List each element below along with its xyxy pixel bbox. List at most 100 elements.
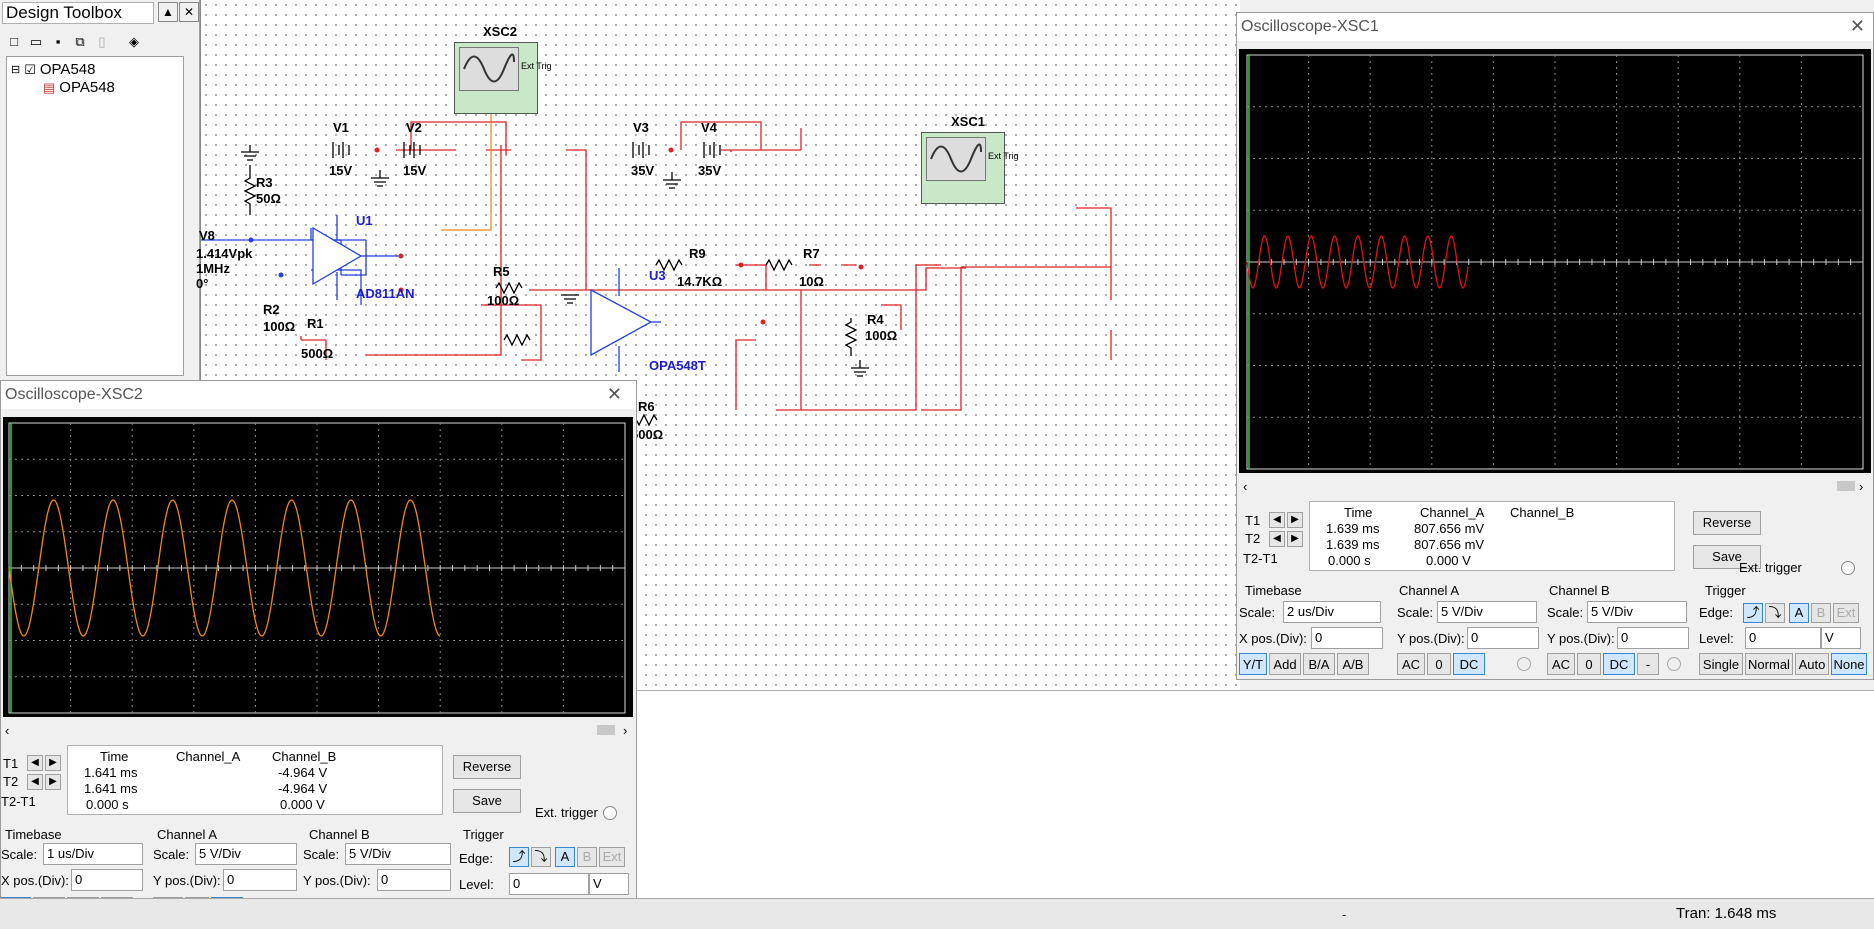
channel-a-scale-field[interactable]: 5 V/Div (195, 843, 297, 865)
falling-edge-icon[interactable]: ⤵ (1765, 603, 1785, 623)
scrollbar-thumb[interactable] (597, 725, 615, 735)
ext-trigger-radio[interactable] (603, 806, 617, 820)
trigger-b-button[interactable]: B (577, 847, 597, 867)
v8-name: V8 (199, 228, 215, 243)
scroll-left-icon[interactable]: ‹ (5, 723, 10, 738)
save-icon[interactable]: ▪ (55, 34, 61, 49)
toolbox-pin-button[interactable]: ▲ (158, 2, 178, 22)
t2-right-arrow[interactable]: ▶ (45, 774, 61, 790)
t2-right-arrow[interactable]: ▶ (1287, 531, 1303, 547)
close-icon[interactable]: ✕ (606, 384, 622, 404)
trigger-ext-button[interactable]: Ext (1833, 603, 1859, 623)
channel-b-title: Channel B (309, 827, 370, 842)
timebase-scale-field[interactable]: 2 us/Div (1283, 601, 1381, 623)
scroll-left-icon[interactable]: ‹ (1243, 479, 1248, 494)
trigger-a-button[interactable]: A (555, 847, 575, 867)
trigger-single-button[interactable]: Single (1699, 653, 1743, 675)
ext-trigger-radio[interactable] (1841, 561, 1855, 575)
t2-left-arrow[interactable]: ◀ (1269, 531, 1285, 547)
channel-b-invert-button[interactable]: - (1637, 653, 1659, 675)
rising-edge-icon[interactable]: ⤴ (509, 847, 529, 867)
t1-label: T1 (1245, 513, 1261, 528)
yt-button[interactable]: Y/T (1239, 653, 1267, 675)
trigger-normal-button[interactable]: Normal (1745, 653, 1793, 675)
t2-t1-label: T2-T1 (1243, 551, 1278, 566)
reverse-button[interactable]: Reverse (1693, 511, 1761, 535)
trigger-level-field[interactable]: 0 (1745, 627, 1821, 649)
b-over-a-button[interactable]: B/A (1303, 653, 1335, 675)
trigger-unit-field[interactable]: V (589, 873, 629, 895)
channel-a-ac-button[interactable]: AC (1397, 653, 1425, 675)
checkbox-icon[interactable]: ☑ (24, 61, 36, 77)
xsc2-instrument[interactable]: Ext Trig (454, 42, 552, 114)
channel-a-radio[interactable] (1517, 657, 1531, 671)
r7-name: R7 (803, 246, 820, 261)
timebase-scale-label: Scale: (1239, 605, 1276, 620)
new-file-icon[interactable]: □ (10, 34, 18, 49)
channel-a-zero-button[interactable]: 0 (1427, 653, 1451, 675)
channel-b-radio[interactable] (1667, 657, 1681, 671)
channel-a-dc-button[interactable]: DC (1453, 653, 1485, 675)
falling-edge-icon[interactable]: ⤵ (531, 847, 551, 867)
xsc2-display[interactable] (3, 417, 633, 717)
u3-part: OPA548T (649, 358, 706, 373)
channel-a-scale-field[interactable]: 5 V/Div (1437, 601, 1537, 623)
channel-b-zero-button[interactable]: 0 (1577, 653, 1601, 675)
scope-waveform-icon (926, 137, 986, 181)
channel-a-ypos-field[interactable]: 0 (1467, 627, 1539, 649)
schematic-canvas[interactable]: Ext Trig Ext Trig XSC2 XSC1 V1 15V V2 15… (196, 0, 1240, 690)
xpos-field[interactable]: 0 (71, 869, 143, 891)
tree-item-child[interactable]: ▤ OPA548 (43, 79, 115, 96)
r2-name: R2 (263, 302, 280, 317)
trigger-ext-button[interactable]: Ext (599, 847, 625, 867)
tree-item-root[interactable]: ⊟ ☑ OPA548 (11, 61, 95, 78)
waveform-trace (8, 499, 441, 637)
r6-name: R6 (638, 399, 655, 414)
channel-b-scale-field[interactable]: 5 V/Div (345, 843, 451, 865)
channel-a-ypos-field[interactable]: 0 (223, 869, 297, 891)
xpos-field[interactable]: 0 (1311, 627, 1383, 649)
channel-b-ac-button[interactable]: AC (1547, 653, 1575, 675)
scrollbar-thumb[interactable] (1837, 481, 1855, 491)
channel-b-scale-field[interactable]: 5 V/Div (1587, 601, 1687, 623)
trigger-level-field[interactable]: 0 (509, 873, 589, 895)
t2-left-arrow[interactable]: ◀ (27, 774, 43, 790)
trigger-a-button[interactable]: A (1789, 603, 1809, 623)
t1-right-arrow[interactable]: ▶ (1287, 512, 1303, 528)
trigger-b-button[interactable]: B (1811, 603, 1831, 623)
a-over-b-button[interactable]: A/B (1337, 653, 1369, 675)
scroll-right-icon[interactable]: › (1859, 479, 1864, 494)
add-button[interactable]: Add (1269, 653, 1301, 675)
toolbox-close-button[interactable]: ✕ (179, 2, 199, 22)
close-icon[interactable]: ✕ (1849, 16, 1865, 36)
r9-name: R9 (689, 246, 706, 261)
settings-icon[interactable]: ◈ (129, 34, 139, 49)
xsc1-display[interactable] (1239, 49, 1871, 473)
t1-left-arrow[interactable]: ◀ (1269, 512, 1285, 528)
channel-b-scale-label: Scale: (303, 847, 340, 862)
open-folder-icon[interactable]: ▭ (29, 34, 43, 49)
rising-edge-icon[interactable]: ⤴ (1743, 603, 1763, 623)
timebase-scale-field[interactable]: 1 us/Div (43, 843, 143, 865)
col-channel-b: Channel_B (272, 749, 337, 764)
channel-b-dc-button[interactable]: DC (1603, 653, 1635, 675)
copy-icon[interactable]: ⧉ (75, 34, 85, 49)
scroll-right-icon[interactable]: › (623, 723, 628, 738)
t1-right-arrow[interactable]: ▶ (45, 755, 61, 771)
trigger-none-button[interactable]: None (1831, 653, 1867, 675)
xsc1-instrument[interactable]: Ext Trig (921, 132, 1019, 204)
save-button[interactable]: Save (1693, 545, 1761, 569)
collapse-icon[interactable]: ⊟ (11, 64, 21, 76)
trigger-unit-field[interactable]: V (1821, 627, 1861, 649)
delete-icon[interactable]: ▯ (98, 34, 106, 49)
channel-b-ypos-field[interactable]: 0 (377, 869, 451, 891)
trigger-auto-button[interactable]: Auto (1795, 653, 1829, 675)
t1-label: T1 (3, 756, 19, 771)
v2-name: V2 (406, 120, 422, 135)
oscilloscope-xsc1-window: Oscilloscope-XSC1 ✕ ‹ › T1 T2 T2-T1 ◀ ▶ … (1236, 12, 1874, 680)
t1-left-arrow[interactable]: ◀ (27, 755, 43, 771)
timebase-title: Timebase (1245, 583, 1302, 598)
channel-b-ypos-field[interactable]: 0 (1617, 627, 1689, 649)
save-button[interactable]: Save (453, 789, 521, 813)
reverse-button[interactable]: Reverse (453, 755, 521, 779)
